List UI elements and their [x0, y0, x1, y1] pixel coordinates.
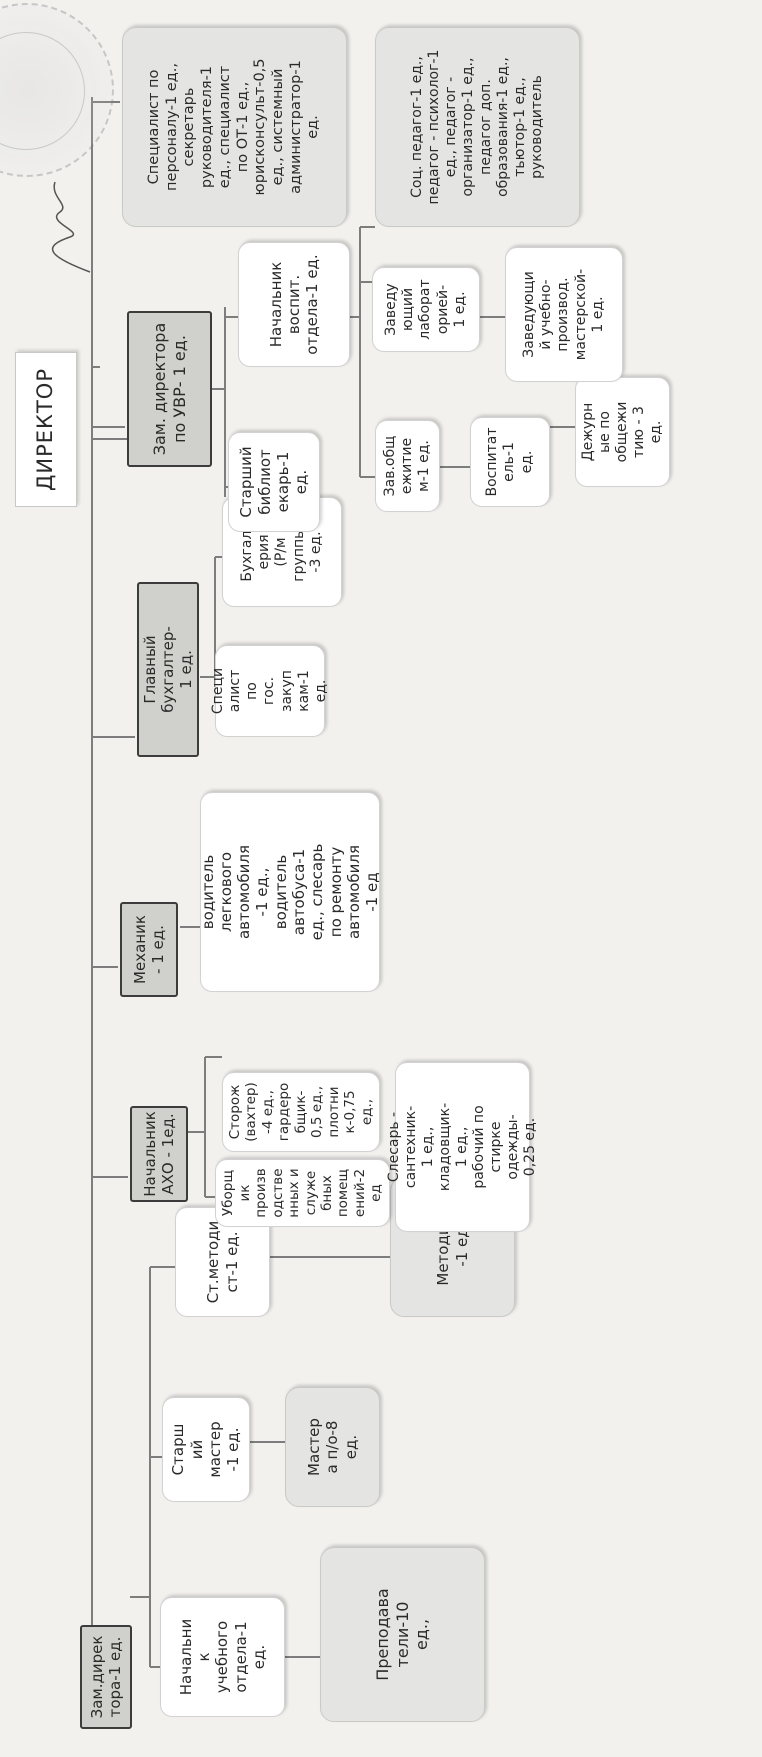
workshop-head-box: Заведующи й учебно- производ. мастерской… — [505, 247, 623, 382]
watchman-box: Сторож (вахтер) -4 ед., гардеро бщик- 0,… — [222, 1072, 380, 1152]
head-study-dept-box: Начальни к учебного отдела-1 ед. — [160, 1597, 285, 1717]
drivers-box: водитель легкового автомобиля -1 ед., во… — [199, 792, 381, 992]
lab-head-box: Заведу ющий лаборат орией- 1 ед. — [372, 267, 480, 352]
head-upbringing-dept-box: Начальник воспит. отдела-1 ед. — [238, 242, 350, 367]
cleaner-box: Уборщ ик произв одстве нных и служе бных… — [215, 1159, 390, 1227]
plumber-box: Слесарь - сантехник- 1 ед., кладовщик- 1… — [386, 1062, 538, 1232]
deputy-director-box: Зам.дирек тора-1 ед. — [80, 1625, 132, 1729]
senior-master-box: Старш ий мастер -1 ед. — [162, 1397, 250, 1502]
chief-accountant-box: Главный бухгалтер- 1 ед. — [137, 582, 199, 757]
social-pedagogue-box: Соц. педагог-1 ед., педагог - психолог-1… — [375, 27, 580, 227]
deputy-director-uvr-box: Зам. директора по УВР- 1 ед. — [127, 311, 212, 467]
dormitory-duty-box: Дежурн ые по общежи тию - 3 ед. — [575, 377, 670, 487]
director-box: ДИРЕКТОР — [15, 352, 77, 507]
dormitory-head-box: Зав.общ ежитие м-1 ед. — [375, 420, 440, 512]
tutor-box: Воспитат ель-1 ед. — [470, 417, 550, 507]
senior-librarian-box: Старший библиот екарь-1 ед. — [228, 432, 320, 532]
masters-box: Мастер а п/о-8 ед. — [285, 1387, 380, 1507]
hr-specialist-box: Специалист по персоналу-1 ед., секретарь… — [122, 27, 347, 227]
head-aho-box: Начальник АХО - 1ед. — [130, 1106, 188, 1202]
teachers-box: Преподава тели-10 ед., — [320, 1547, 485, 1722]
mechanic-box: Механик - 1 ед. — [120, 902, 178, 997]
signature — [51, 181, 91, 273]
procurement-specialist-box: Специ алист по гос. закуп кам-1 ед. — [210, 645, 329, 737]
